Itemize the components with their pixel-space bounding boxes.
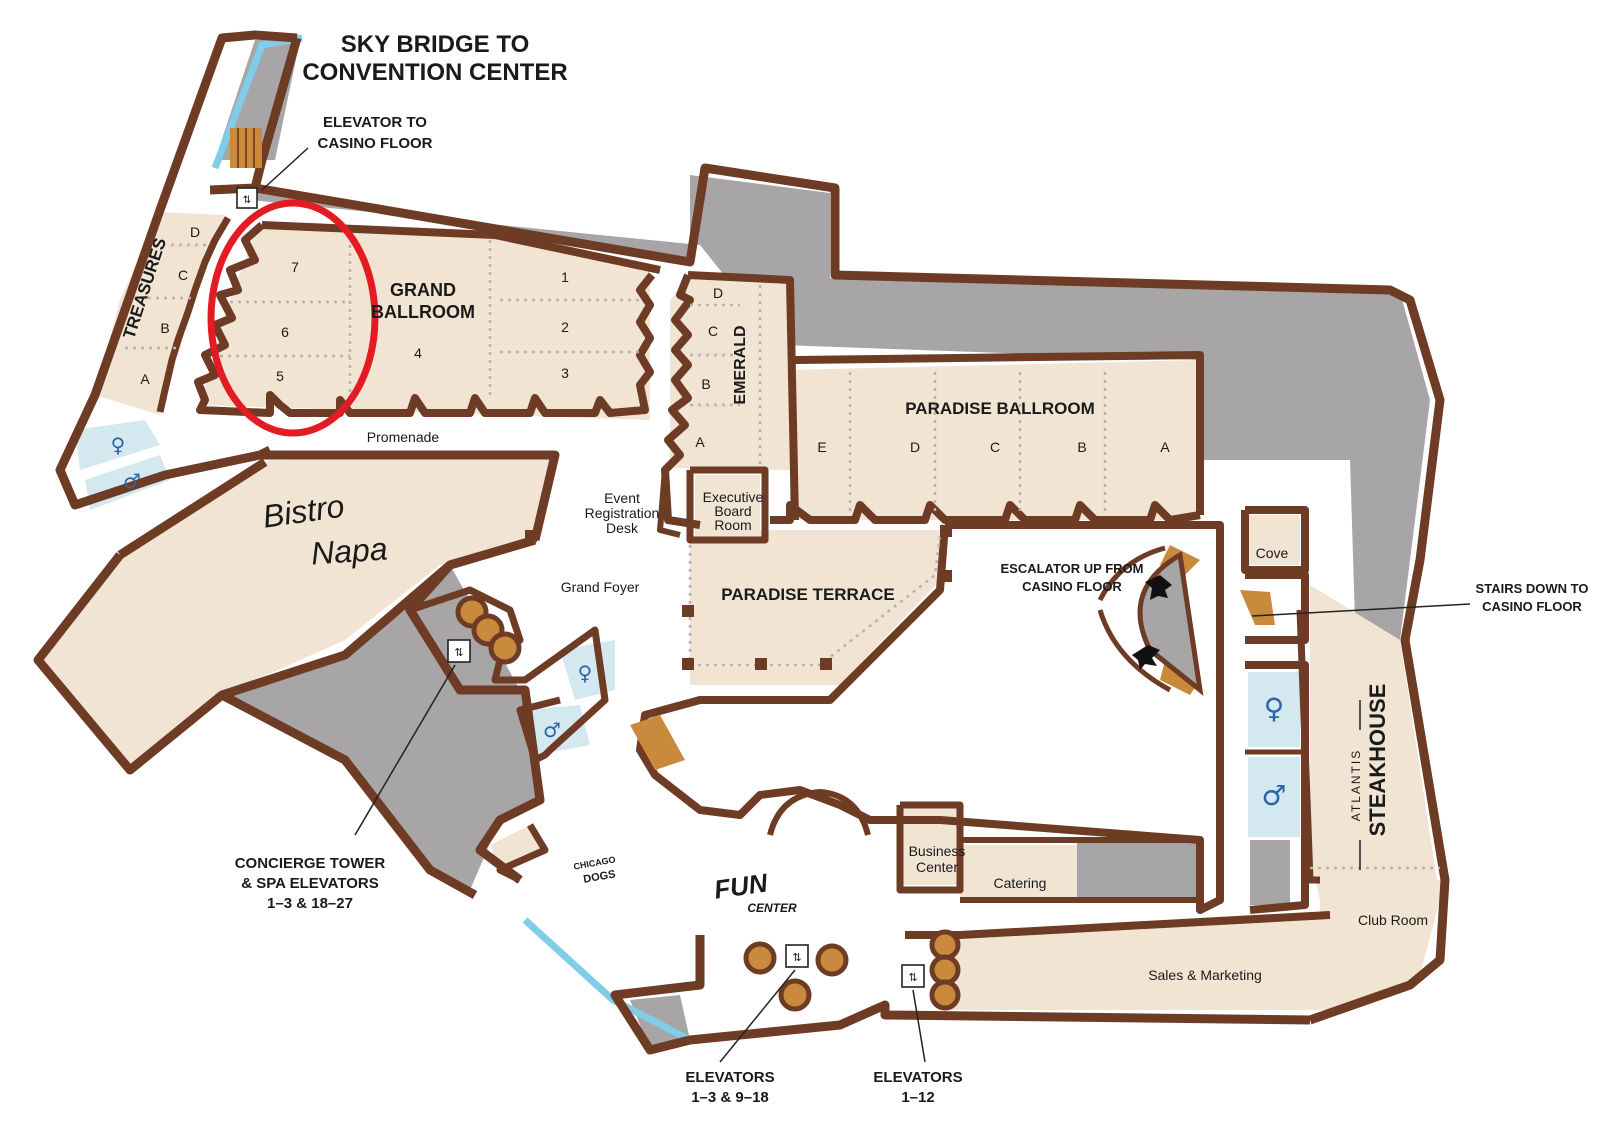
men-restroom-icon: ♂ [1261,779,1286,812]
label-emerald: EMERALD [732,325,749,404]
terrace-posts [525,525,952,670]
svg-text:A: A [140,371,150,387]
label-cove: Cove [1256,545,1289,561]
svg-text:⇅: ⇅ [908,972,917,984]
svg-text:3: 3 [561,365,569,381]
svg-text:D: D [190,224,200,240]
label-event-registration: Registration [585,505,660,521]
label-sky-bridge: CONVENTION CENTER [302,59,567,86]
label-grand-foyer: Grand Foyer [561,579,640,595]
label-executive-board-room: Executive [703,489,764,505]
elevator-icon: ⇅ [785,944,809,968]
svg-text:7: 7 [291,259,299,275]
label-chicago-dogs: DOGS [582,868,616,885]
label-event-registration: Desk [606,520,639,536]
men-restroom-icon: ♂ [543,718,561,742]
label-escalator: ESCALATOR UP FROM [1000,561,1143,576]
label-steakhouse: STEAKHOUSE [1365,684,1390,837]
label-bistro-napa: Napa [310,530,389,571]
women-restroom-icon: ♀ [111,433,126,457]
highlight-circle [207,199,379,437]
svg-text:5: 5 [276,368,284,384]
women-restroom-icon: ♀ [578,661,593,685]
label-elevators-1-3-9-18: ELEVATORS [685,1069,774,1086]
svg-text:6: 6 [281,324,289,340]
elevator-clusters [455,595,961,1012]
svg-text:4: 4 [414,345,422,361]
label-sales-marketing: Sales & Marketing [1148,967,1262,983]
label-stairs: CASINO FLOOR [1482,599,1582,614]
elevator-icon: ⇅ [447,639,471,663]
label-club-room: Club Room [1358,912,1428,928]
label-executive-board-room: Board [714,503,751,519]
label-catering: Catering [994,875,1047,891]
svg-text:D: D [713,285,723,301]
label-promenade: Promenade [367,429,440,445]
walls [33,30,1450,1055]
svg-text:⇅: ⇅ [792,952,801,964]
men-restroom-icon: ♂ [123,469,141,493]
women-restroom-icon: ♀ [1264,692,1285,725]
arrow-icon [1132,575,1172,670]
label-elevators-1-3-9-18: 1–3 & 9–18 [691,1089,769,1106]
svg-text:B: B [701,376,710,392]
svg-text:B: B [1077,439,1086,455]
label-executive-board-room: Room [714,517,751,533]
label-business-center: Center [916,859,958,875]
fun-center-rotunda [767,788,871,836]
svg-text:B: B [160,320,169,336]
label-paradise-ballroom: PARADISE BALLROOM [905,399,1095,418]
elevator-icon: ⇅ [901,964,925,988]
svg-text:C: C [178,267,188,283]
label-paradise-terrace: PARADISE TERRACE [721,585,894,604]
label-elevator-casino: CASINO FLOOR [318,135,433,152]
label-concierge-tower: 1–3 & 18–27 [267,895,353,912]
svg-text:1: 1 [561,269,569,285]
label-concierge-tower: & SPA ELEVATORS [241,875,379,892]
label-escalator: CASINO FLOOR [1022,579,1122,594]
label-business-center: Business [909,843,966,859]
svg-text:C: C [990,439,1000,455]
label-concierge-tower: CONCIERGE TOWER [235,855,386,872]
svg-text:⇅: ⇅ [454,647,463,659]
svg-text:A: A [1160,439,1170,455]
label-sky-bridge: SKY BRIDGE TO [341,31,529,58]
svg-text:D: D [910,439,920,455]
label-elevators-1-12: 1–12 [901,1089,934,1106]
map-labels: SKY BRIDGE TO CONVENTION CENTER ELEVATOR… [120,31,1589,1106]
label-atlantis: ATLANTIS [1349,749,1363,821]
room-dividers [125,240,1440,870]
label-stairs: STAIRS DOWN TO [1476,581,1589,596]
label-grand-ballroom: GRAND [390,280,456,300]
label-grand-ballroom: BALLROOM [371,302,475,322]
elevator-icon: ⇅ [236,187,258,209]
label-fun-center: CENTER [747,901,797,915]
svg-text:A: A [695,434,705,450]
svg-text:⇅: ⇅ [243,195,251,206]
label-fun-center: FUN [712,867,770,904]
label-elevators-1-12: ELEVATORS [873,1069,962,1086]
label-elevator-casino: ELEVATOR TO [323,114,427,131]
svg-text:C: C [708,323,718,339]
label-event-registration: Event [604,490,640,506]
svg-text:E: E [817,439,826,455]
leader-lines [261,147,1471,1063]
svg-text:2: 2 [561,319,569,335]
